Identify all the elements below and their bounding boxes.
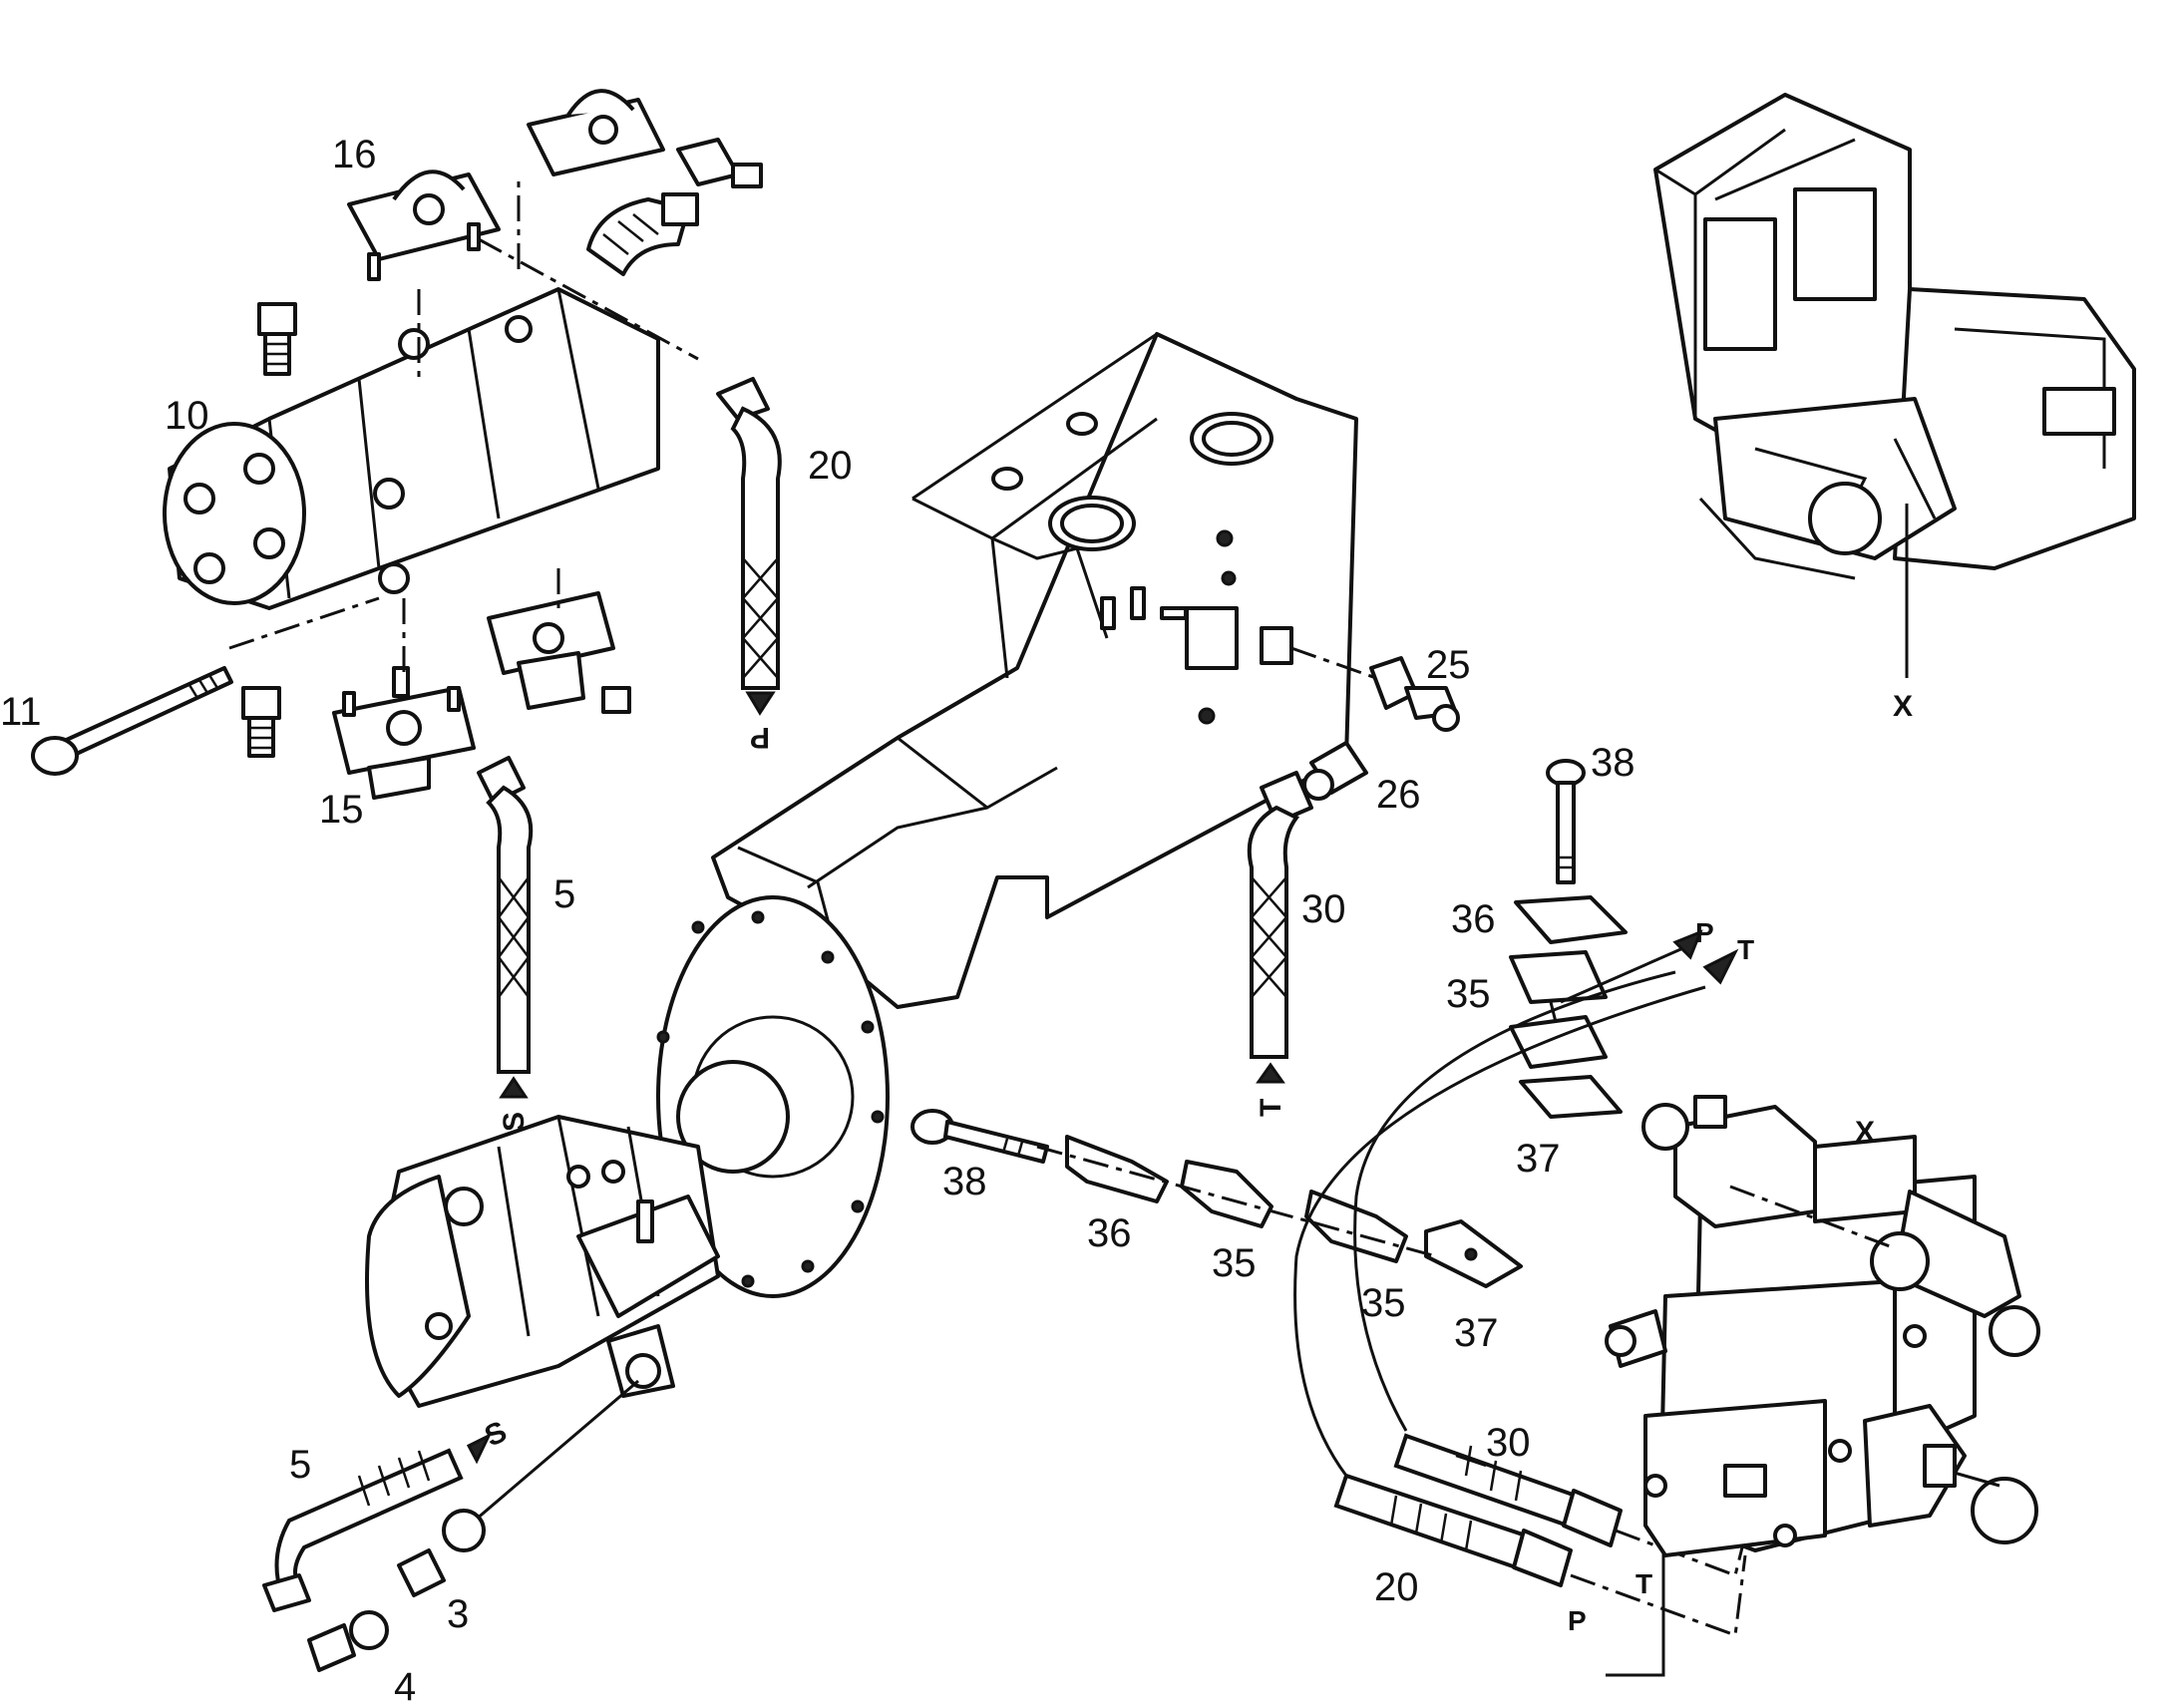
- callout-26: 26: [1376, 773, 1421, 817]
- fitting-4: [307, 1610, 389, 1672]
- callout-38-lower: 38: [942, 1160, 987, 1203]
- pipe-route: [1560, 945, 1686, 1004]
- variable-pump-assembly: [365, 895, 890, 1408]
- callout-25: 25: [1426, 643, 1471, 687]
- callout-35-mid-b: 35: [1361, 1281, 1406, 1325]
- flange-15: [332, 666, 476, 800]
- callout-5-bottom: 5: [289, 1443, 311, 1487]
- flow-p: P: [1695, 917, 1714, 948]
- center-line: [1290, 646, 1377, 680]
- relief-fitting-10: [257, 302, 297, 376]
- flange-top-right: [527, 89, 763, 188]
- port-s-hose-low: S: [480, 1415, 512, 1453]
- callout-38-upper: 38: [1591, 741, 1635, 785]
- plate-36-upper: [1514, 895, 1628, 944]
- center-line: [228, 596, 380, 650]
- view-marker-x-valve: X: [1855, 1116, 1875, 1149]
- bolt-11: [31, 666, 233, 776]
- control-valve: [1605, 1095, 2040, 1557]
- callout-20-top: 20: [808, 444, 853, 488]
- callout-20-bottom: 20: [1374, 1565, 1419, 1609]
- pipe-route: [1293, 985, 1706, 1477]
- clamp-35-a: [1180, 1160, 1273, 1228]
- plate-37-lower: [1424, 1219, 1523, 1288]
- callout-4: 4: [394, 1665, 416, 1708]
- hydraulic-tank: [711, 332, 1358, 1009]
- callout-35-mid-a: 35: [1212, 1241, 1257, 1285]
- arrow-icon: [466, 1432, 493, 1465]
- bolt-38-lower: [910, 1109, 1049, 1164]
- hose-20-bottom: [1333, 1473, 1573, 1587]
- hose-5-mid: [477, 756, 534, 1074]
- callout-35-upper: 35: [1446, 972, 1491, 1016]
- fitting-lower: [241, 686, 281, 758]
- gear-pump-top: [163, 287, 660, 610]
- flange-16: [347, 170, 501, 281]
- fitting-26: [1302, 741, 1368, 801]
- leader-3: [468, 1379, 639, 1528]
- center-line: [1570, 1554, 1747, 1638]
- callout-36-upper: 36: [1451, 897, 1496, 941]
- valve-port-p: P: [1568, 1605, 1587, 1636]
- view-marker-x-machine: X: [1893, 690, 1913, 723]
- clamp-35-upper: [1509, 950, 1608, 1069]
- center-line: [1036, 1145, 1437, 1258]
- bolt-38-upper: [1546, 759, 1586, 884]
- callout-30-top: 30: [1301, 887, 1346, 931]
- arrow-icon: [1702, 948, 1739, 985]
- callout-30-bottom: 30: [1486, 1421, 1531, 1465]
- hose-30-top: [1247, 771, 1313, 1059]
- hose-30-bottom: [1393, 1433, 1623, 1547]
- callout-37-lower: 37: [1454, 1311, 1499, 1355]
- fitting-25: [1369, 656, 1460, 732]
- port-p-hose-top: P: [750, 721, 770, 754]
- port-t-hose-mid: T: [1255, 1099, 1287, 1117]
- callout-36-lower: 36: [1087, 1211, 1132, 1255]
- center-line: [478, 237, 699, 361]
- callout-15: 15: [319, 788, 364, 832]
- plate-37-upper: [1519, 1075, 1623, 1119]
- center-line: [1729, 1185, 1891, 1248]
- flange-center: [487, 591, 631, 714]
- arrow-icon: [499, 1076, 529, 1099]
- callout-5-top: 5: [553, 872, 575, 916]
- machine-overview: [1653, 93, 2136, 580]
- callout-37-upper: 37: [1516, 1137, 1561, 1181]
- fitting-3: [397, 1509, 486, 1597]
- hose-20-top: [716, 377, 782, 690]
- callout-3: 3: [447, 1592, 469, 1636]
- pipe-route: [1353, 970, 1676, 1432]
- port-s-hose-mid: S: [498, 1112, 531, 1132]
- elbow-fitting-top: [586, 192, 699, 276]
- flow-t: T: [1737, 934, 1754, 965]
- valve-port-t: T: [1635, 1568, 1652, 1599]
- callout-11: 11: [0, 690, 42, 734]
- arrow-icon: [745, 691, 776, 716]
- arrow-icon: [1256, 1062, 1285, 1084]
- arrow-icon: [1672, 929, 1703, 960]
- callout-10: 10: [165, 394, 209, 438]
- hose-5-bottom: [262, 1448, 464, 1612]
- callout-16: 16: [332, 133, 377, 176]
